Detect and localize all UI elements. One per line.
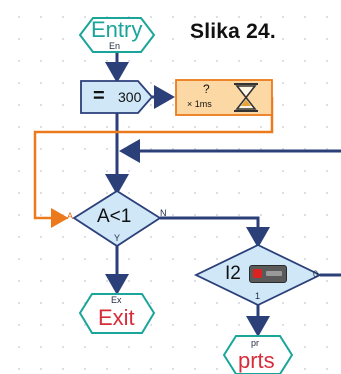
edge-wait-to-decision xyxy=(33,97,274,228)
decision-label: A<1 xyxy=(97,206,132,227)
assign-value: 300 xyxy=(118,89,142,105)
wait-unit: × 1ms xyxy=(187,99,212,109)
entry-sublabel: En xyxy=(109,41,121,51)
entry-label: Entry xyxy=(91,17,143,42)
entry-node[interactable] xyxy=(78,17,156,53)
subprogram-label: prts xyxy=(238,348,275,373)
exit-label: Exit xyxy=(98,305,135,330)
subprogram-node[interactable] xyxy=(222,335,294,374)
assign-node[interactable] xyxy=(80,80,154,114)
exit-sublabel: Ex xyxy=(111,295,122,305)
input-label: I2 xyxy=(225,263,241,284)
exit-node[interactable] xyxy=(78,293,156,334)
decision-port-no: N xyxy=(160,208,167,218)
wait-value: ? xyxy=(203,82,210,96)
edge-decision-no xyxy=(160,216,270,248)
input-port-one: 1 xyxy=(255,291,261,301)
decision-port-yes: Y xyxy=(114,233,121,243)
input-port-zero: 0 xyxy=(313,269,319,279)
figure-caption: Slika 24. xyxy=(190,20,276,43)
wait-node[interactable] xyxy=(175,79,273,116)
switch-icon xyxy=(249,265,287,283)
decision-node[interactable] xyxy=(72,189,162,248)
assign-operator: = xyxy=(93,85,105,107)
subprogram-sublabel: pr xyxy=(251,338,260,348)
hourglass-icon xyxy=(234,83,258,112)
decision-port-in: A xyxy=(67,211,74,221)
